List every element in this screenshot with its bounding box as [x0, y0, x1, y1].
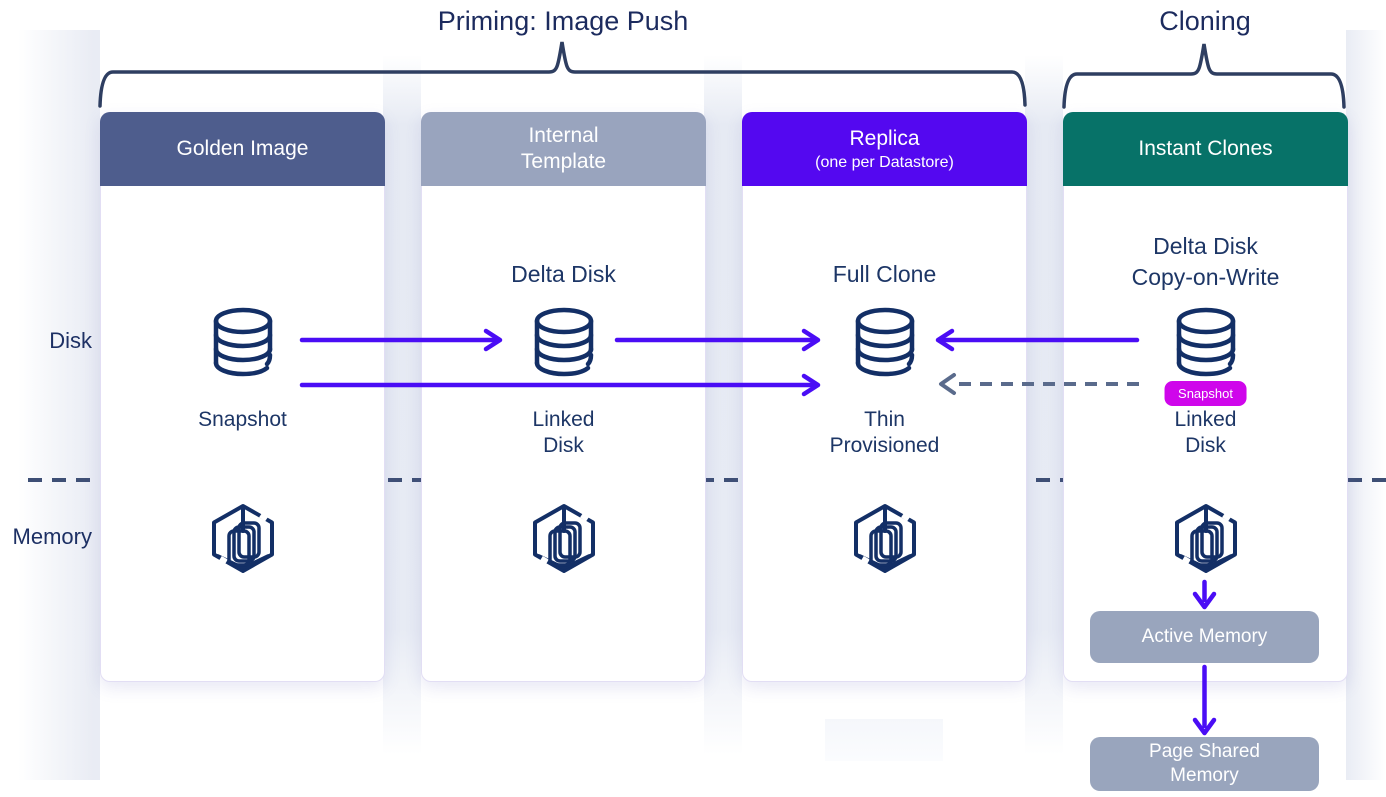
active-memory-label: Active Memory	[1141, 626, 1268, 648]
arrowhead-down-icon	[1192, 717, 1217, 736]
cloning-brace	[1062, 43, 1346, 109]
memory-hexagon-stack-icon	[853, 504, 916, 573]
card-subheader-label: (one per Datastore)	[815, 154, 954, 172]
section-title-priming: Priming: Image Push	[437, 6, 689, 36]
disk-caption-thin-provisioned: Thin Provisioned	[829, 408, 940, 458]
database-cylinder-icon	[534, 307, 593, 377]
section-title-cloning: Cloning	[1159, 6, 1251, 36]
disk-title-full-clone: Full Clone	[832, 261, 937, 287]
database-cylinder-icon	[213, 307, 272, 377]
background-strip	[1025, 55, 1063, 755]
page-shared-memory-box: Page Shared Memory	[1090, 737, 1319, 791]
active-memory-box: Active Memory	[1090, 611, 1319, 663]
card-header-label: Instant Clones	[1138, 136, 1273, 160]
background-strip	[704, 55, 742, 755]
background-strip	[18, 30, 100, 780]
card-header-label: Replica	[849, 126, 920, 150]
card-header-label: Internal Template	[520, 123, 607, 173]
memory-hexagon-stack-icon	[532, 504, 595, 573]
row-label-disk: Disk	[49, 328, 92, 353]
card-header-replica: Replica (one per Datastore)	[742, 112, 1027, 186]
memory-hexagon-stack-icon	[211, 504, 274, 573]
database-cylinder-icon	[1176, 307, 1235, 377]
card-header-instant-clones: Instant Clones	[1063, 112, 1348, 186]
card-internal-template: Internal Template Delta Disk Linked Disk	[421, 112, 706, 682]
background-strip	[383, 55, 421, 755]
database-cylinder-icon	[855, 307, 914, 377]
disk-caption-linked-disk: Linked Disk	[1174, 408, 1237, 458]
row-label-memory: Memory	[12, 524, 92, 549]
card-golden-image: Golden Image Snapshot	[100, 112, 385, 682]
disk-caption-linked-disk: Linked Disk	[532, 408, 595, 458]
ghost-box	[822, 716, 946, 764]
priming-brace	[98, 41, 1027, 108]
disk-title-delta-disk-cow: Delta Disk Copy-on-Write	[1131, 233, 1280, 291]
card-header-label: Golden Image	[176, 136, 309, 160]
background-strip	[1346, 30, 1386, 780]
card-header-internal-template: Internal Template	[421, 112, 706, 186]
card-replica: Replica (one per Datastore) Full Clone T…	[742, 112, 1027, 682]
disk-title-delta-disk: Delta Disk	[511, 261, 616, 287]
memory-hexagon-stack-icon	[1174, 504, 1237, 573]
snapshot-badge: Snapshot	[1164, 381, 1247, 406]
card-header-golden-image: Golden Image	[100, 112, 385, 186]
card-instant-clones: Instant Clones Delta Disk Copy-on-Write …	[1063, 112, 1348, 682]
disk-caption-snapshot: Snapshot	[198, 408, 287, 431]
page-shared-memory-label: Page Shared Memory	[1149, 741, 1260, 786]
